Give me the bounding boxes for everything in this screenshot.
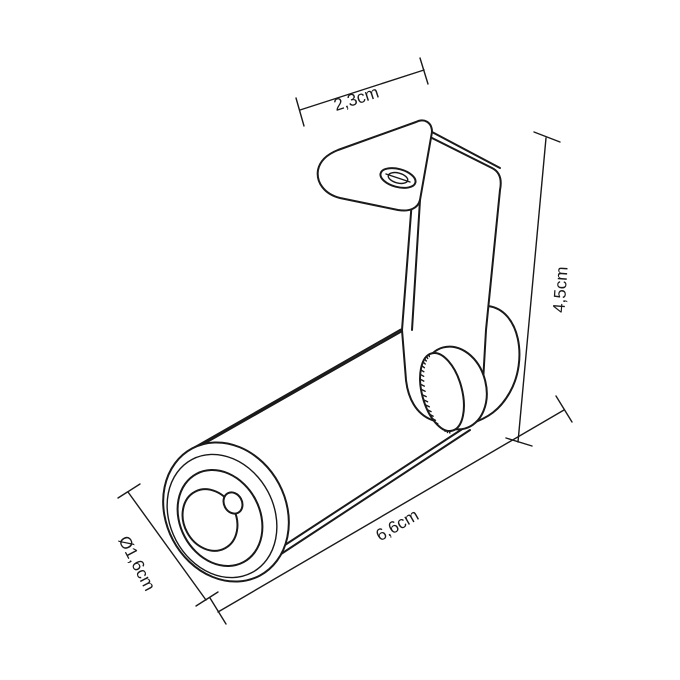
length-label: 6,6cm bbox=[372, 505, 422, 545]
height-label: 4,5cm bbox=[549, 266, 571, 314]
knurl-line bbox=[436, 424, 441, 428]
knurl-line bbox=[426, 408, 432, 413]
knurl-line bbox=[422, 361, 426, 365]
knurl-line bbox=[421, 365, 426, 369]
knurl-line bbox=[420, 369, 425, 373]
knurl-line bbox=[419, 383, 425, 387]
knurl-line bbox=[420, 388, 426, 392]
knurl-line bbox=[428, 413, 434, 417]
knurl-line bbox=[431, 417, 437, 421]
knurl-line bbox=[419, 378, 425, 382]
knurl-line bbox=[442, 428, 446, 432]
knurl-line bbox=[428, 353, 431, 358]
knurl-line bbox=[424, 404, 430, 408]
knurl-line bbox=[448, 430, 451, 434]
width-label: 2,3cm bbox=[331, 83, 381, 115]
knurl-line bbox=[419, 373, 425, 377]
knurl-line bbox=[434, 421, 439, 425]
lens-front bbox=[162, 441, 290, 583]
knurl-line bbox=[422, 399, 429, 403]
knurl-line bbox=[425, 355, 429, 360]
knurl-line bbox=[421, 393, 427, 398]
diameter-label: Ø1,6cm bbox=[114, 533, 159, 594]
knurl-line bbox=[423, 358, 427, 362]
dimension-height: 4,5cm bbox=[505, 131, 572, 447]
knurl-line bbox=[445, 429, 449, 434]
knurled-knob bbox=[419, 345, 488, 434]
knurl-line bbox=[439, 426, 444, 431]
dimension-width: 2,3cm bbox=[295, 57, 429, 127]
mounting-bracket bbox=[316, 119, 502, 423]
